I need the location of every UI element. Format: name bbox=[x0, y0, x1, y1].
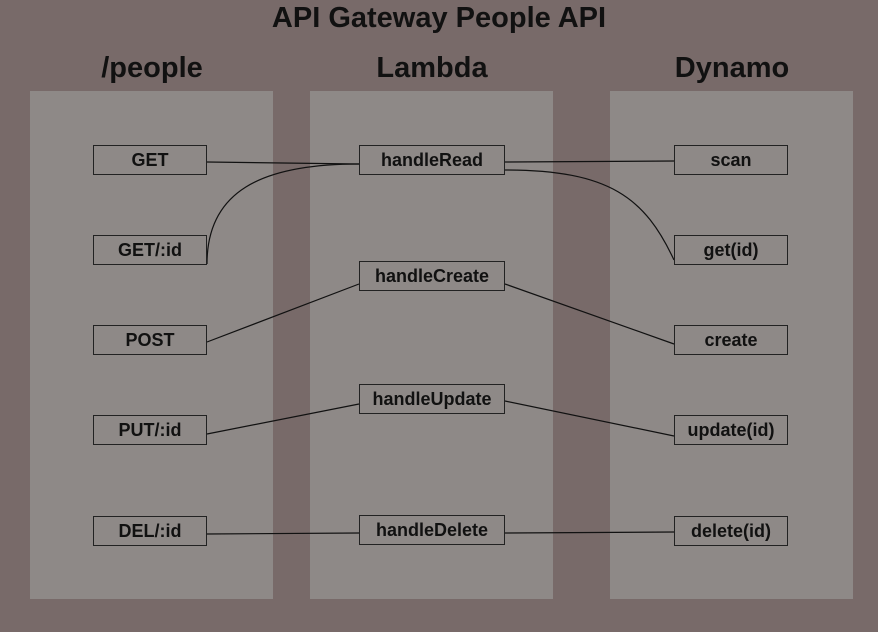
route-get-id: GET/:id bbox=[93, 235, 207, 265]
handler-handlecreate: handleCreate bbox=[359, 261, 505, 291]
handler-handledelete: handleDelete bbox=[359, 515, 505, 545]
route-put-id: PUT/:id bbox=[93, 415, 207, 445]
handler-handleupdate: handleUpdate bbox=[359, 384, 505, 414]
column-header-dynamo: Dynamo bbox=[674, 52, 790, 84]
route-get: GET bbox=[93, 145, 207, 175]
column-header-routes: /people bbox=[101, 52, 203, 84]
route-post: POST bbox=[93, 325, 207, 355]
diagram-title: API Gateway People API bbox=[271, 2, 607, 34]
column-header-lambda: Lambda bbox=[376, 52, 488, 84]
handler-handleread: handleRead bbox=[359, 145, 505, 175]
route-del-id: DEL/:id bbox=[93, 516, 207, 546]
dynamo-delete-id: delete(id) bbox=[674, 516, 788, 546]
dynamo-get-id: get(id) bbox=[674, 235, 788, 265]
dynamo-update-id: update(id) bbox=[674, 415, 788, 445]
dynamo-scan: scan bbox=[674, 145, 788, 175]
dynamo-create: create bbox=[674, 325, 788, 355]
